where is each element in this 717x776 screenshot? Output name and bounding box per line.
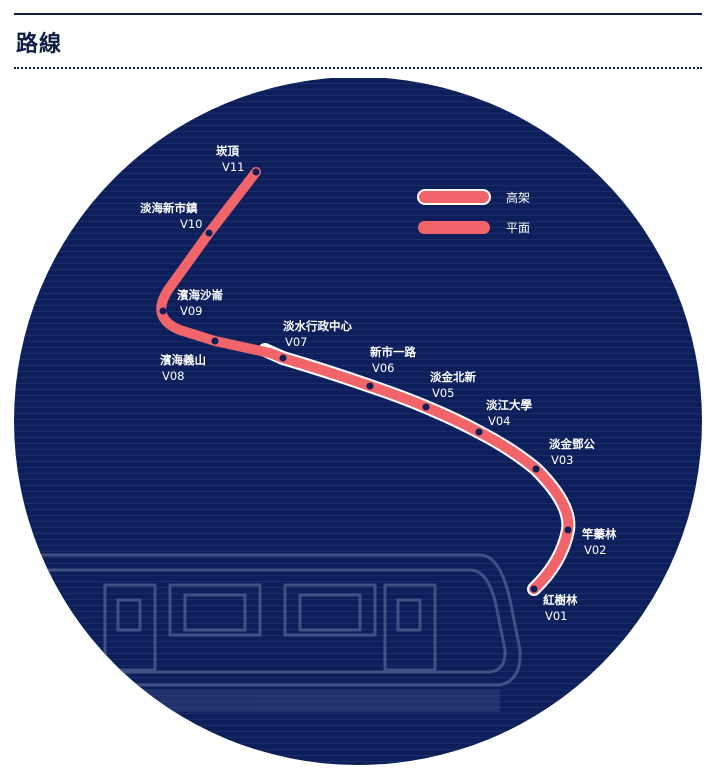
legend-ground-label: 平面 xyxy=(506,221,530,235)
station-dot xyxy=(211,337,219,345)
station-code: V03 xyxy=(551,453,574,467)
station-dot xyxy=(252,168,260,176)
station-dot xyxy=(475,428,483,436)
station-dot xyxy=(279,354,287,362)
legend-elevated-label: 高架 xyxy=(506,190,530,205)
station-code: V11 xyxy=(222,160,245,174)
station-dot xyxy=(205,229,213,237)
page-title: 路線 xyxy=(16,32,63,57)
station-name: 崁頂 xyxy=(216,144,239,158)
station-dot xyxy=(366,382,374,390)
station-v06[interactable]: 新市一路 V06 xyxy=(366,345,417,390)
station-name: 淡江大學 xyxy=(486,398,532,412)
route-line xyxy=(156,167,574,594)
station-code: V10 xyxy=(180,217,203,231)
station-code: V02 xyxy=(584,543,607,557)
station-code: V08 xyxy=(162,369,185,383)
station-name: 濱海沙崙 xyxy=(177,288,223,302)
station-v02[interactable]: 竿蓁林 V02 xyxy=(564,526,617,558)
station-name: 新市一路 xyxy=(370,345,416,359)
station-dot xyxy=(159,307,167,315)
top-rule xyxy=(14,13,702,15)
station-dot xyxy=(422,403,430,411)
station-v09[interactable]: 濱海沙崙 V09 xyxy=(159,288,224,318)
dotted-divider xyxy=(14,67,702,69)
route-map: 高架 平面 紅樹林 V01 竿蓁林 V02 淡金鄧公 V03 淡江大學 V04 淡金北新 V05 新… xyxy=(14,78,702,765)
station-v03[interactable]: 淡金鄧公 V03 xyxy=(532,437,596,473)
station-name: 濱海義山 xyxy=(160,353,206,367)
station-dot xyxy=(530,585,538,593)
station-code: V07 xyxy=(285,335,308,349)
station-v04[interactable]: 淡江大學 V04 xyxy=(475,398,533,436)
station-v08[interactable]: 濱海義山 V08 xyxy=(160,337,219,384)
station-name: 淡海新市鎮 xyxy=(140,201,198,215)
map-background xyxy=(14,78,702,765)
station-v10[interactable]: 淡海新市鎮 V10 xyxy=(140,201,213,237)
station-v01[interactable]: 紅樹林 V01 xyxy=(530,585,578,624)
station-v11[interactable]: 崁頂 V11 xyxy=(216,144,260,176)
station-name: 淡水行政中心 xyxy=(283,319,352,333)
station-code: V05 xyxy=(432,386,455,400)
station-code: V04 xyxy=(488,414,511,428)
legend-ground-swatch xyxy=(418,221,490,234)
station-dot xyxy=(564,526,572,534)
station-name: 竿蓁林 xyxy=(581,527,617,541)
station-name: 淡金鄧公 xyxy=(549,437,595,451)
station-name: 淡金北新 xyxy=(430,370,476,384)
station-dot xyxy=(532,465,540,473)
legend-elevated-swatch xyxy=(417,189,491,205)
station-name: 紅樹林 xyxy=(543,593,578,607)
station-v05[interactable]: 淡金北新 V05 xyxy=(422,370,477,411)
station-code: V01 xyxy=(545,609,568,623)
station-code: V09 xyxy=(180,304,203,318)
station-v07[interactable]: 淡水行政中心 V07 xyxy=(279,319,353,362)
station-code: V06 xyxy=(372,361,395,375)
legend: 高架 平面 xyxy=(417,189,530,235)
